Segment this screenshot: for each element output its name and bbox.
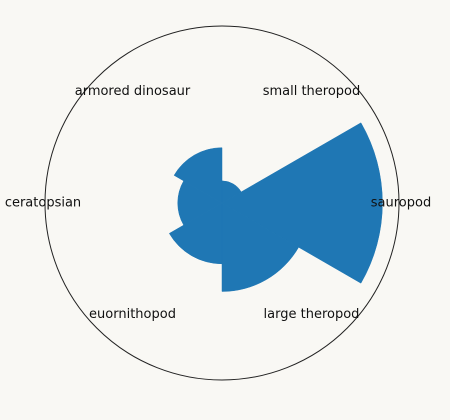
category-label-sauropod: sauropod [371,196,431,211]
bar-large-theropod [221,202,299,292]
category-label-small-theropod: small theropod [263,84,361,99]
bar-armored-dinosaur [173,147,223,204]
category-labels: sauropod small theropod armored dinosaur ce… [5,84,431,322]
bar-sauropod [221,122,383,284]
category-label-large-theropod: large theropod [264,307,360,322]
bar-ceratopsian [177,180,223,226]
category-label-armored-dinosaur: armored dinosaur [75,84,191,99]
category-label-ceratopsian: ceratopsian [5,196,81,211]
bars-group [168,122,383,292]
category-label-euornithopod: euornithopod [89,307,176,322]
bar-euornithopod [168,202,223,265]
polar-outline [44,25,400,381]
